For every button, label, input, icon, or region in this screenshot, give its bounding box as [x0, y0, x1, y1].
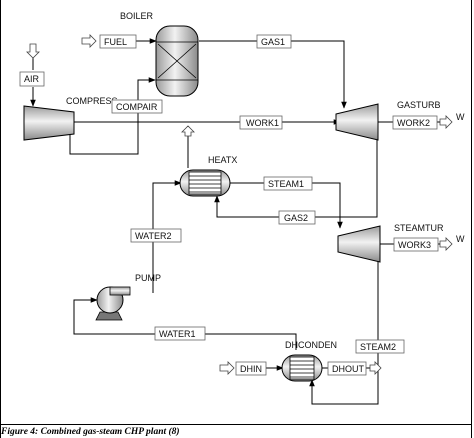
stream-gas1-tag[interactable]: GAS1	[256, 34, 292, 49]
gas2-line	[214, 135, 378, 218]
stream-water1-label: WATER1	[159, 329, 196, 339]
stream-work2-label: WORK2	[397, 118, 430, 128]
feed-product-arrows	[26, 34, 453, 375]
stream-gas1-label: GAS1	[261, 37, 285, 47]
stream-gas2-tag[interactable]: GAS2	[278, 210, 316, 225]
stream-fuel-tag[interactable]: FUEL	[99, 34, 137, 49]
stream-work1-tag[interactable]: WORK1	[239, 115, 283, 130]
stream-dhout-label: DHOUT	[332, 364, 364, 374]
dhconden-unit[interactable]	[281, 354, 323, 382]
water1-line	[73, 297, 297, 350]
dhout-product-arrow	[369, 361, 382, 375]
stream-gas2-label: GAS2	[284, 213, 308, 223]
figure-caption: Figure 4: Combined gas-steam CHP plant (…	[1, 427, 180, 437]
stream-work2-tag[interactable]: WORK2	[392, 115, 438, 130]
air-feed-arrow	[26, 43, 40, 59]
pump-label: PUMP	[135, 273, 161, 283]
stream-steam2-tag[interactable]: STEAM2	[355, 339, 405, 354]
gasturb-work-mark: W	[456, 112, 465, 122]
work3-product-arrow	[439, 237, 453, 251]
stream-dhout-tag[interactable]: DHOUT	[327, 361, 367, 376]
stream-water2-label: WATER2	[135, 231, 172, 241]
stream-steam1-tag[interactable]: STEAM1	[263, 176, 313, 191]
stream-steam1-label: STEAM1	[268, 179, 304, 189]
stream-water2-tag[interactable]: WATER2	[130, 228, 182, 243]
steam-turbine-unit[interactable]	[337, 225, 381, 263]
steam2-line	[309, 258, 379, 405]
stream-work3-label: WORK3	[398, 240, 431, 250]
pump-unit[interactable]	[95, 286, 131, 321]
compressor-unit[interactable]	[23, 105, 75, 141]
stream-work3-tag[interactable]: WORK3	[393, 237, 439, 252]
heatx-label: HEATX	[208, 155, 237, 165]
gas-turbine-unit[interactable]	[335, 103, 379, 141]
heatx-unit[interactable]	[179, 169, 231, 197]
dhin-feed-arrow	[219, 361, 235, 375]
stream-dhin-tag[interactable]: DHIN	[235, 361, 267, 376]
stream-compair-tag[interactable]: COMPAIR	[111, 99, 163, 114]
gasturb-label: GASTURB	[397, 100, 441, 110]
stream-air-tag[interactable]: AIR	[19, 71, 45, 87]
water2-line	[152, 180, 182, 293]
stream-compair-label: COMPAIR	[116, 102, 158, 112]
stream-steam2-label: STEAM2	[360, 342, 396, 352]
fuel-feed-arrow	[81, 34, 97, 48]
boiler-unit[interactable]	[155, 25, 199, 97]
dhconden-label: DHCONDEN	[285, 340, 337, 350]
frame-bottom-border	[0, 424, 472, 425]
gas1-line	[199, 40, 347, 109]
heatx-vent-arrow	[181, 125, 195, 137]
stream-air-label: AIR	[24, 74, 40, 84]
stream-dhin-label: DHIN	[240, 364, 262, 374]
frame-right-border	[471, 0, 472, 438]
work2-product-arrow	[439, 115, 453, 129]
boiler-label: BOILER	[120, 11, 154, 21]
steamtur-label: STEAMTUR	[394, 223, 444, 233]
stream-water1-tag[interactable]: WATER1	[154, 326, 206, 341]
steamtur-work-mark: W	[456, 234, 465, 244]
compress-label: COMPRESS	[66, 96, 118, 106]
stream-work1-label: WORK1	[246, 118, 279, 128]
stream-fuel-label: FUEL	[104, 37, 127, 47]
compair-line	[69, 77, 156, 155]
frame-left-border	[0, 0, 1, 438]
